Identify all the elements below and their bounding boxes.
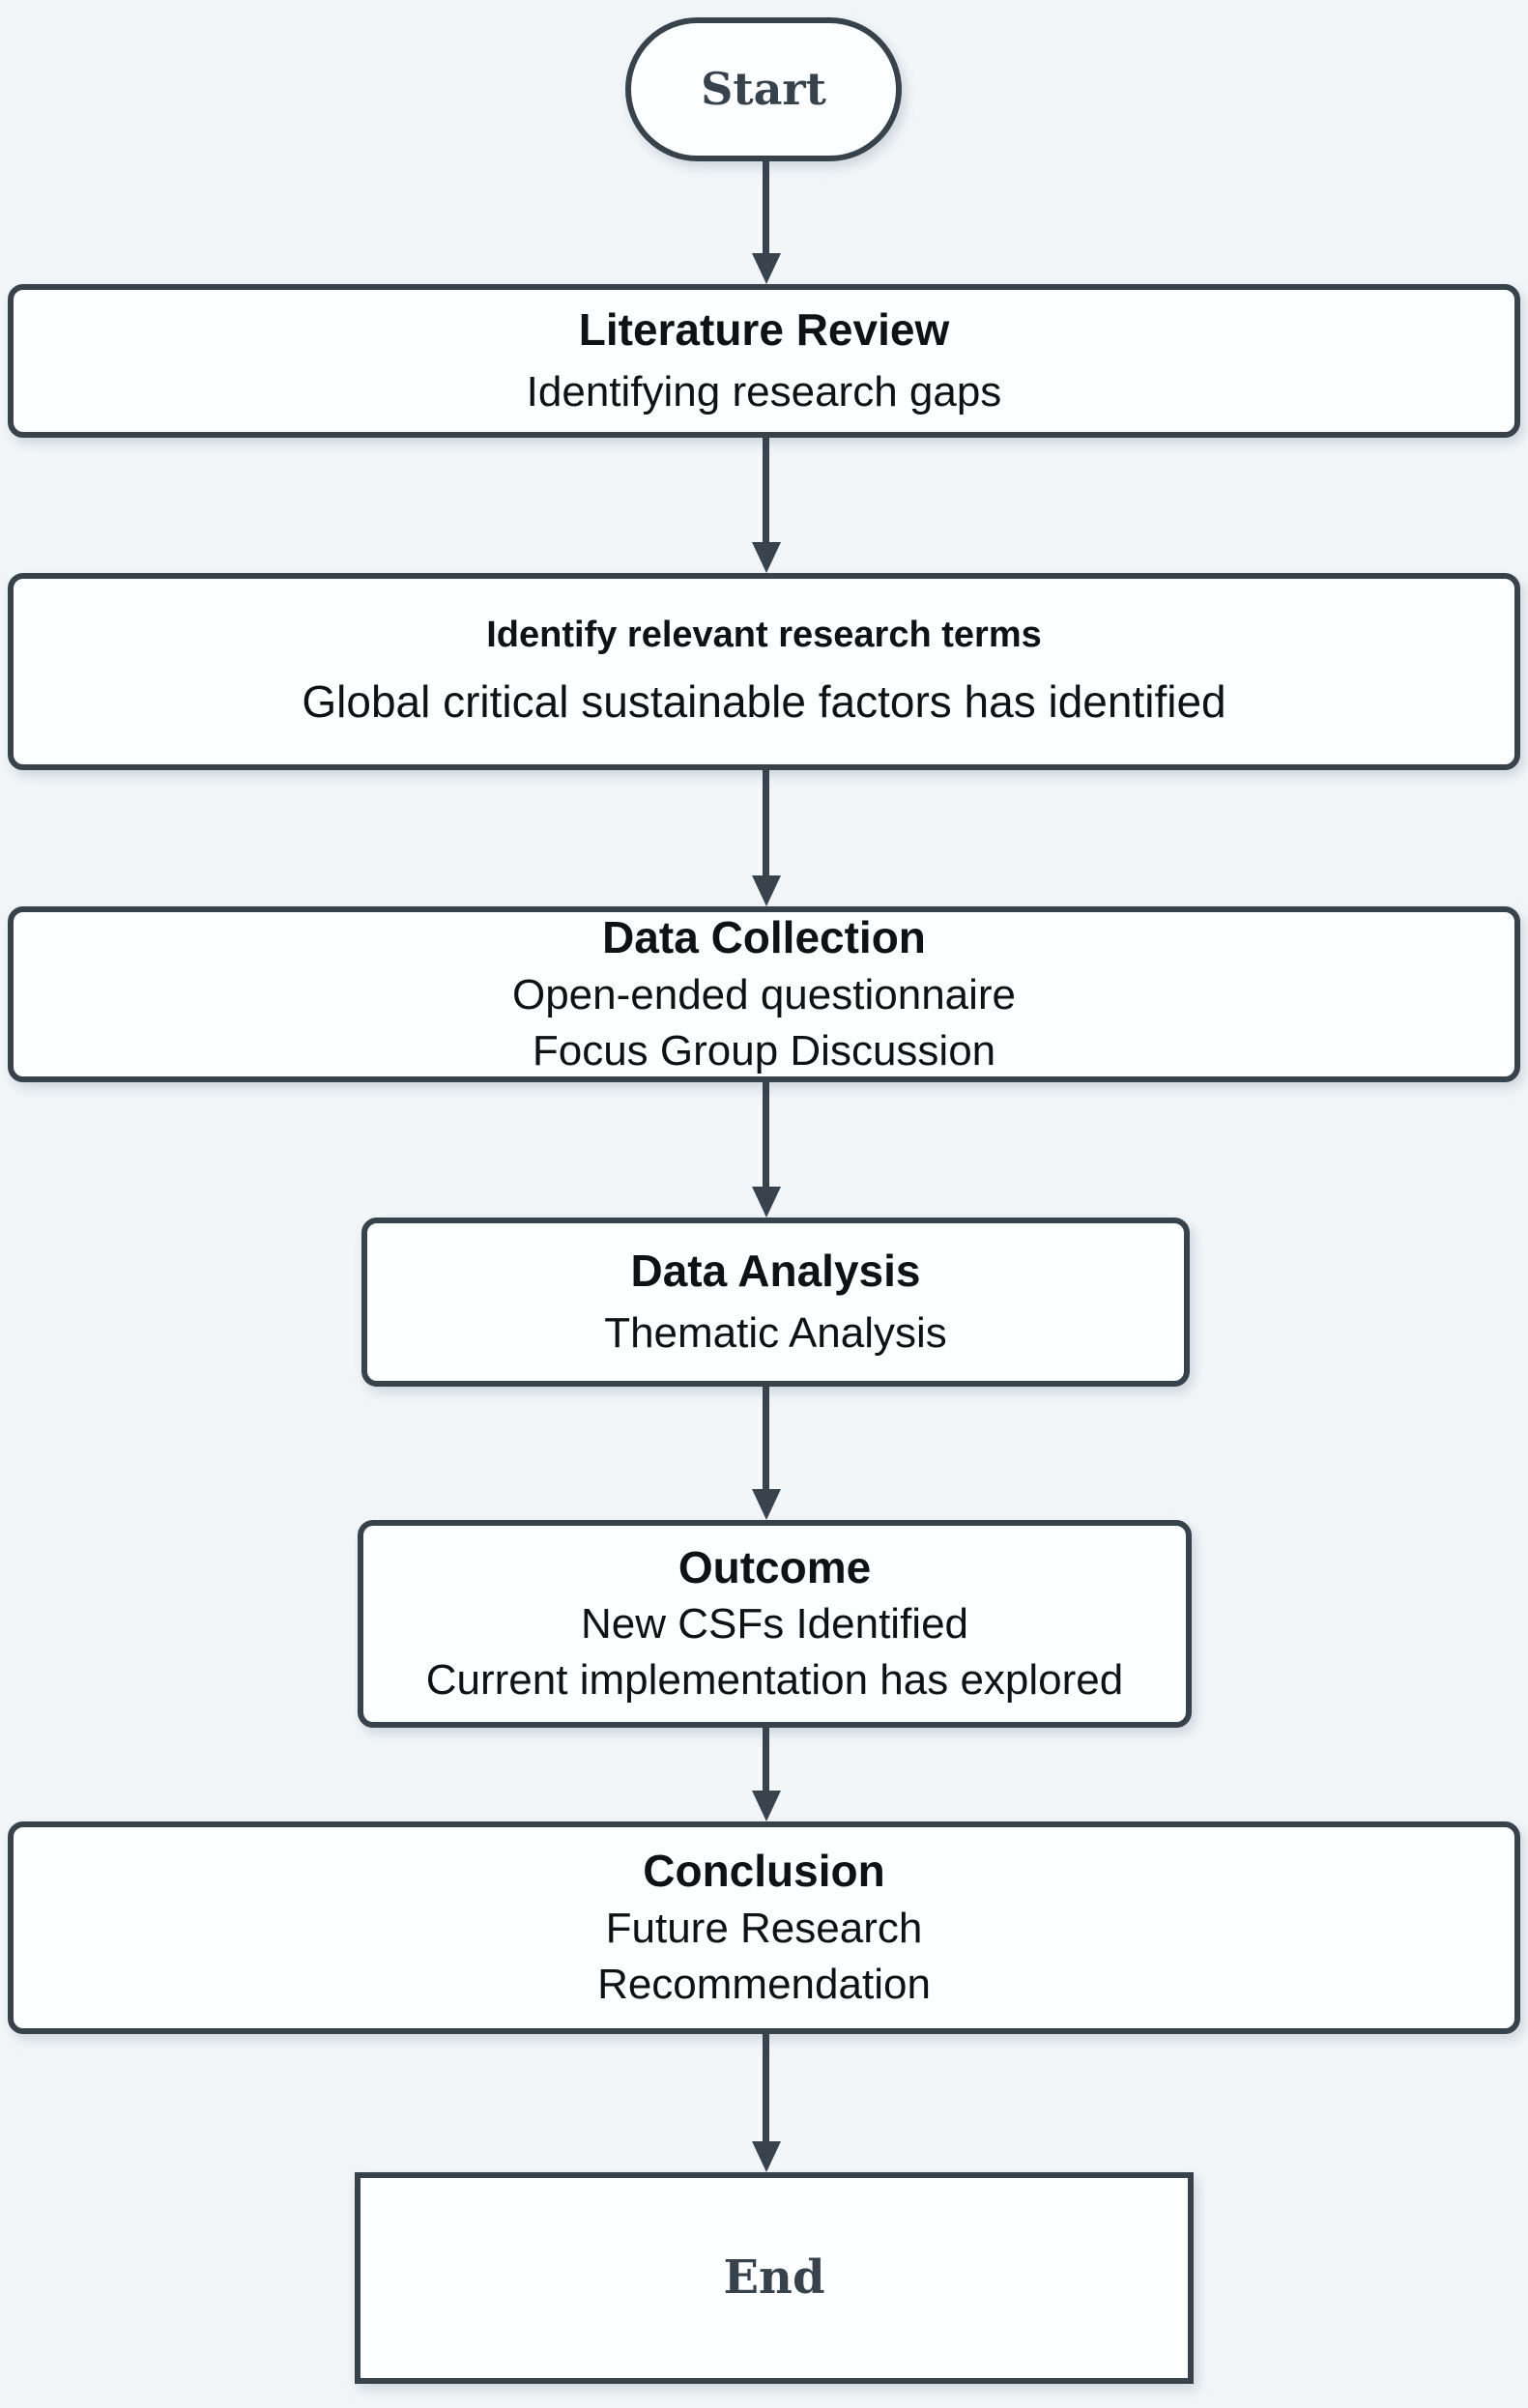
node-title: Conclusion	[643, 1846, 885, 1897]
node-subtitle: Focus Group Discussion	[532, 1026, 996, 1075]
node-end-label: End	[723, 2250, 825, 2306]
node-literature-review: Literature Review Identifying research g…	[8, 284, 1520, 438]
node-subtitle: Open-ended questionnaire	[511, 970, 1017, 1018]
flow-arrow-3	[763, 770, 769, 876]
node-end: End	[355, 2172, 1194, 2384]
node-title: Data Analysis	[630, 1245, 921, 1296]
node-start-label: Start	[701, 63, 826, 116]
flow-arrow-1	[763, 161, 769, 254]
node-subtitle: Identifying research gaps	[526, 368, 1002, 416]
flow-arrow-6	[763, 1728, 769, 1792]
node-start: Start	[625, 17, 902, 161]
flow-arrow-2	[763, 438, 769, 543]
node-title: Outcome	[678, 1541, 872, 1592]
node-subtitle: New CSFs Identified	[580, 1600, 969, 1648]
node-conclusion: Conclusion Future Research Recommendatio…	[8, 1821, 1520, 2034]
node-identify-terms: Identify relevant research terms Global …	[8, 573, 1520, 770]
node-subtitle: Recommendation	[597, 1960, 931, 2008]
node-outcome: Outcome New CSFs Identified Current impl…	[358, 1520, 1192, 1728]
node-title: Literature Review	[578, 303, 950, 355]
flow-arrow-4	[763, 1082, 769, 1188]
node-data-analysis: Data Analysis Thematic Analysis	[361, 1218, 1190, 1387]
node-subtitle: Current implementation has explored	[425, 1656, 1124, 1705]
node-title: Identify relevant research terms	[486, 614, 1042, 655]
flow-arrow-5	[763, 1387, 769, 1490]
node-subtitle: Global critical sustainable factors has …	[302, 676, 1226, 728]
node-subtitle: Thematic Analysis	[604, 1309, 947, 1358]
node-title: Data Collection	[602, 912, 926, 963]
node-subtitle: Future Research	[605, 1904, 923, 1952]
node-data-collection: Data Collection Open-ended questionnaire…	[8, 906, 1520, 1082]
flow-arrow-7	[763, 2034, 769, 2142]
